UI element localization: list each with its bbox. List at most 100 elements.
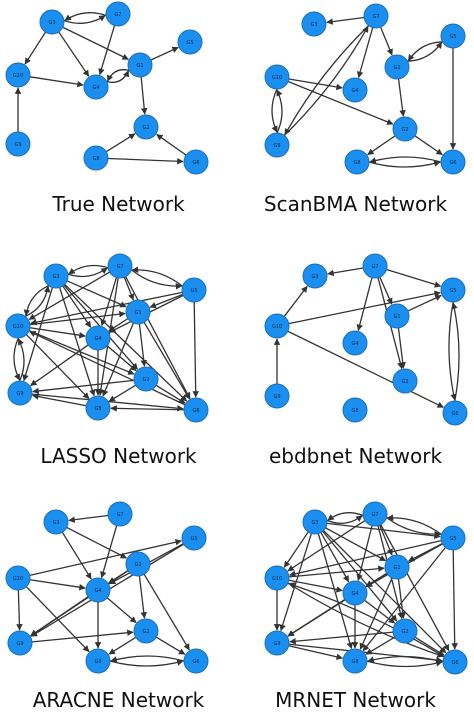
edge-G1-G2 [138,323,147,367]
node-g10: G10 [264,565,290,591]
node-label: G8 [351,659,358,665]
scanbma-network-title: ScanBMA Network [263,192,448,216]
node-g7: G7 [362,253,388,279]
edge-G10-G2 [28,329,135,375]
node-g6: G6 [442,649,468,675]
node-label: G8 [92,156,99,162]
edge-G7-G5 [386,268,442,288]
node-label: G5 [190,288,197,294]
node-label: G1 [136,63,143,69]
node-label: G10 [13,576,23,582]
edge-G6-G10 [288,582,445,658]
edge-G7-G6 [125,276,191,400]
node-g4: G4 [342,330,368,356]
edge-G5-G6 [192,301,199,398]
node-g10: G10 [264,64,290,90]
edge-G7-G1 [379,26,393,56]
node-label: G5 [449,536,456,542]
node-g8: G8 [342,397,368,423]
edge-G10-G3 [283,285,308,317]
edge-G3-G4 [58,31,90,77]
edge-G7-G3 [68,514,109,523]
edge-G10-G9 [271,88,278,133]
node-g1: G1 [125,551,151,577]
node-g4: G4 [85,325,111,351]
edge-G7-G1 [379,276,393,305]
node-label: G5 [449,34,456,40]
node-label: G8 [94,406,101,412]
edge-G7-G3 [327,512,364,521]
node-label: G7 [114,12,121,18]
mrnet-network-title: MRNET Network [275,688,436,712]
edge-G3-G10 [283,531,309,568]
edge-G6-G8 [110,655,185,663]
node-g10: G10 [5,62,31,88]
edge-G1-G2 [397,578,406,619]
node-g3: G3 [43,263,69,289]
edge-G2-G8 [108,384,137,402]
node-g5: G5 [181,277,207,303]
edge-G1-G5 [407,294,442,312]
edge-G7-G4 [100,525,118,579]
node-label: G8 [351,408,358,414]
node-label: G10 [272,576,282,582]
edge-G4-G2 [106,597,137,624]
edge-G9-G2 [31,629,134,643]
node-label: G3 [311,274,318,280]
edge-G2-G6 [414,135,443,156]
edge-G6-G10 [29,330,186,406]
edge-G1-G4 [107,69,130,82]
edge-G10-G4 [29,327,86,339]
node-label: G1 [393,314,400,320]
node-g6: G6 [440,149,466,175]
edge-G8-G6 [107,157,184,165]
node-label: G2 [142,125,149,131]
node-label: G6 [451,660,458,666]
lasso-network-title: LASSO Network [40,444,197,468]
edge-G3-G6 [323,530,447,654]
node-g6: G6 [442,400,468,426]
edge-G10-G9 [13,337,21,381]
node-g10: G10 [5,565,31,591]
edge-G10-G9 [16,589,23,631]
node-label: G6 [449,160,456,166]
node-label: G9 [16,641,23,647]
node-label: G9 [16,391,23,397]
node-g6: G6 [183,149,209,175]
edge-G1-G4 [108,317,129,332]
edge-G1-G6 [143,573,190,651]
node-label: G4 [94,588,101,594]
edge-G2-G8 [367,135,396,156]
edge-G3-G1 [325,527,387,562]
node-g2: G2 [392,368,418,394]
edge-G10-G2 [287,80,394,125]
node-label: G3 [310,22,317,28]
node-label: G9 [273,143,280,149]
node-g1: G1 [384,303,410,329]
edge-G9-G8 [288,645,343,660]
edge-G5-G7 [131,266,183,287]
edge-G3-G7 [63,15,106,24]
edge-G1-G2 [397,327,406,369]
true-network-title: True Network [52,192,185,216]
edge-G5-G7 [386,514,442,535]
edge-G2-G6 [414,636,445,656]
node-label: G3 [311,520,318,526]
node-label: G4 [351,88,358,94]
edge-G7-G4 [100,277,118,327]
edge-G10-G1 [288,565,385,578]
node-label: G1 [134,310,141,316]
edge-G7-G4 [357,27,374,79]
edge-G4-G2 [106,345,137,372]
node-g3: G3 [302,263,328,289]
node-label: G10 [13,324,23,330]
node-label: G5 [449,288,456,294]
edge-G3-G10 [24,31,47,65]
edge-G3-G4 [320,532,350,583]
node-label: G7 [116,264,123,270]
edge-G7-G3 [64,12,107,21]
